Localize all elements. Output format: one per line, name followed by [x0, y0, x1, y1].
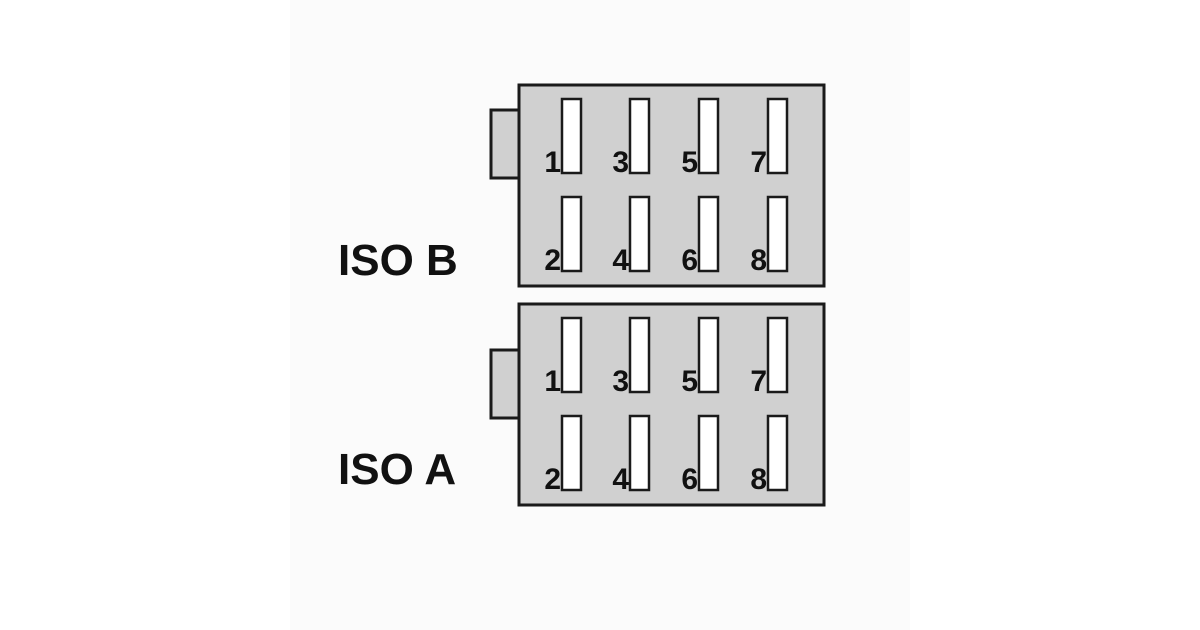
pin-slot	[697, 97, 720, 175]
pin-slot	[697, 195, 720, 273]
pin-number: 8	[750, 244, 767, 277]
pin-slot	[560, 316, 583, 394]
locking-tab	[489, 108, 521, 180]
pin-number: 1	[544, 365, 561, 398]
connector-iso-a: ISO A 1 3 5 7 2 4 6 8	[338, 302, 826, 507]
pin-slot	[560, 97, 583, 175]
locking-tab	[489, 348, 521, 420]
pin-number: 8	[750, 463, 767, 496]
pin-number: 3	[612, 365, 629, 398]
pin-slot	[560, 195, 583, 273]
pin-number: 2	[544, 244, 561, 277]
pin-number: 5	[681, 146, 698, 179]
pin-number: 6	[681, 244, 698, 277]
pin-slot	[766, 316, 789, 394]
pin-slot	[766, 97, 789, 175]
pin-number: 3	[612, 146, 629, 179]
pin-slot	[628, 97, 651, 175]
connector-label: ISO A	[338, 445, 456, 494]
pin-slot	[628, 316, 651, 394]
pin-slot	[697, 316, 720, 394]
pin-number: 5	[681, 365, 698, 398]
connector-label: ISO B	[338, 236, 458, 285]
pin-number: 6	[681, 463, 698, 496]
pin-number: 7	[750, 146, 767, 179]
pin-slot	[766, 414, 789, 492]
pin-slot	[697, 414, 720, 492]
pin-slot	[766, 195, 789, 273]
pin-slot	[628, 195, 651, 273]
connector-iso-b: ISO B 1 3 5 7 2 4 6 8	[338, 83, 826, 288]
pin-number: 1	[544, 146, 561, 179]
pin-number: 4	[612, 244, 629, 277]
pin-number: 4	[612, 463, 629, 496]
pin-slot	[628, 414, 651, 492]
pin-slot	[560, 414, 583, 492]
pin-number: 7	[750, 365, 767, 398]
pin-number: 2	[544, 463, 561, 496]
